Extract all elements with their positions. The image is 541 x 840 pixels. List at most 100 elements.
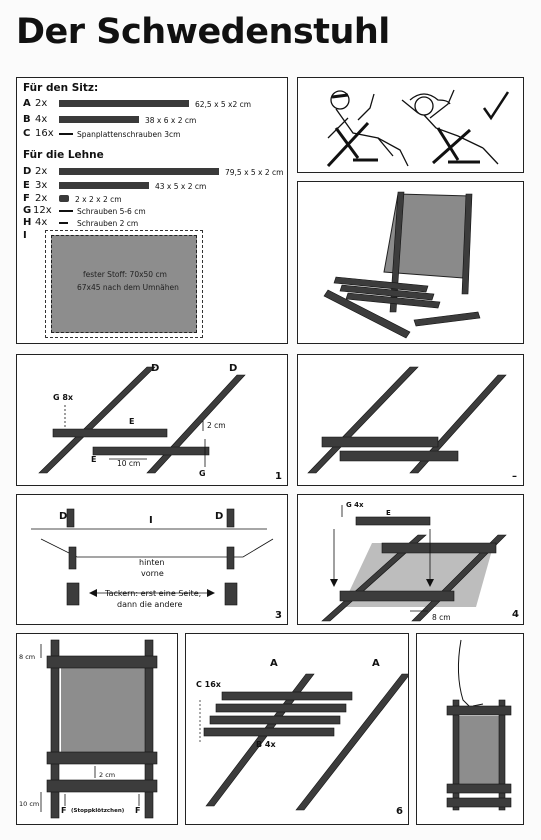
step2-drawing	[307, 366, 507, 474]
folding-fabric	[459, 716, 499, 786]
step3-note1: Tackern: erst eine Seite,	[105, 589, 202, 598]
step1-label-e1: E	[129, 417, 135, 426]
step1-panel: D D G 8x E E 2 cm 10 cm G 1	[16, 354, 288, 486]
item-h-dim: Schrauben 2 cm	[77, 219, 139, 228]
folding-leg-right	[498, 699, 506, 811]
step3-vorne: vorne	[141, 569, 164, 578]
person1-legs	[377, 137, 409, 167]
step5-drawing	[40, 639, 158, 819]
step3-panel: D I D hinten vorne Tackern: erst eine Se…	[16, 494, 288, 625]
screw-h	[59, 222, 68, 224]
front-brace	[413, 311, 481, 327]
folding-bar-mid	[446, 783, 512, 794]
step5-panel: 8 cm 2 cm 10 cm F (Stoppklötzchen) F	[16, 633, 178, 825]
person1-arms	[327, 93, 375, 139]
step6-panel: A A C 16x B 4x 6	[185, 633, 409, 825]
folding-bar-bottom	[446, 797, 512, 808]
step5-board-e-mid	[46, 751, 158, 765]
screw-g	[59, 210, 73, 212]
board-b	[59, 116, 139, 123]
item-e-count: 3x	[35, 180, 48, 191]
step3-note2: dann die andere	[117, 600, 183, 609]
step2-board-e-top	[321, 436, 439, 448]
step1-label-10cm: 10 cm	[117, 459, 141, 468]
page-title: Der Schwedenstuhl	[16, 12, 390, 52]
seat-slat-3	[345, 292, 441, 309]
step6-slat-3	[209, 715, 341, 725]
step6-slat-1	[221, 691, 353, 701]
folding-arm	[457, 639, 484, 713]
step5-label-stopp: (Stoppklötzchen)	[71, 808, 125, 814]
step1-drawing	[38, 366, 246, 474]
folding-panel	[416, 633, 524, 825]
step3-drawing	[31, 508, 274, 606]
seat-rail	[323, 289, 411, 339]
item-d-letter: D	[23, 166, 32, 177]
item-c-count: 16x	[35, 128, 54, 139]
people-illustration	[326, 89, 510, 168]
block-f	[59, 195, 69, 202]
arrow-right-icon	[207, 589, 215, 597]
finished-chair-drawing	[323, 191, 481, 339]
step6-label-a1: A	[270, 658, 278, 669]
screw-c	[59, 133, 73, 135]
step3-label-d1: D	[59, 511, 68, 522]
step1-board-d-right	[146, 374, 246, 474]
step5-label-f1: F	[61, 806, 67, 815]
step5-board-d-right	[144, 639, 154, 819]
arrow-down-icon	[426, 579, 434, 587]
step5-label-10cm: 10 cm	[19, 800, 40, 808]
step5-label-f2: F	[135, 806, 141, 815]
step4-label-8cm: 8 cm	[432, 613, 451, 622]
step5-label-8cm: 8 cm	[19, 653, 36, 661]
item-f-letter: F	[23, 193, 30, 204]
chair-back-left-leg	[389, 191, 405, 313]
item-b-letter: B	[23, 114, 31, 125]
step1-board-e-bottom	[92, 446, 210, 456]
step3-board-d-right-mid	[226, 546, 235, 570]
arrow-down-icon	[330, 579, 338, 587]
step5-board-d-left	[50, 639, 60, 819]
board-d	[59, 168, 219, 175]
item-h-letter: H	[23, 217, 32, 228]
step4-board-top	[381, 542, 497, 554]
item-f-count: 2x	[35, 193, 48, 204]
step6-number: 6	[396, 806, 403, 817]
step2-panel: –	[297, 354, 524, 486]
item-e-dim: 43 x 5 x 2 cm	[155, 182, 207, 191]
step4-label-e: E	[386, 509, 391, 517]
folding-drawing	[446, 639, 512, 811]
lehne-heading: Für die Lehne	[23, 149, 104, 161]
person2-arms	[401, 89, 455, 119]
step4-panel: G 4x E 8 cm 4	[297, 494, 524, 625]
item-c-dim: Spanplattenschrauben 3cm	[77, 130, 181, 139]
step3-number: 3	[275, 610, 282, 621]
sitz-heading: Für den Sitz:	[23, 82, 99, 94]
step1-label-g8: G 8x	[53, 393, 74, 402]
step3-board-left-bottom	[66, 582, 80, 606]
step6-label-a2: A	[372, 658, 380, 669]
item-h-count: 4x	[35, 217, 48, 228]
folding-leg-left	[452, 699, 460, 811]
chair1	[326, 121, 378, 168]
step3-fabric-fold	[40, 538, 274, 558]
fabric-seam	[45, 230, 203, 338]
step3-label-i: I	[149, 515, 153, 526]
step1-label-2cm: 2 cm	[207, 421, 226, 430]
step6-label-b4: B 4x	[256, 740, 276, 749]
step6-label-c16: C 16x	[196, 680, 221, 689]
item-d-count: 2x	[35, 166, 48, 177]
checkmark-icon	[482, 91, 510, 121]
seat-slat-2	[339, 284, 435, 301]
step1-board-d-left	[38, 366, 156, 474]
step4-label-g4: G 4x	[346, 501, 364, 509]
step3-label-d2: D	[215, 511, 224, 522]
person2-legs	[482, 147, 499, 165]
item-f-dim: 2 x 2 x 2 cm	[75, 195, 122, 204]
step3-board-right-bottom	[224, 582, 238, 606]
step3-board-d-left-top	[66, 508, 75, 528]
person2-hat	[409, 93, 451, 105]
person1-sunglasses	[331, 93, 349, 99]
board-a	[59, 100, 189, 107]
finished-chair-panel	[297, 181, 524, 344]
